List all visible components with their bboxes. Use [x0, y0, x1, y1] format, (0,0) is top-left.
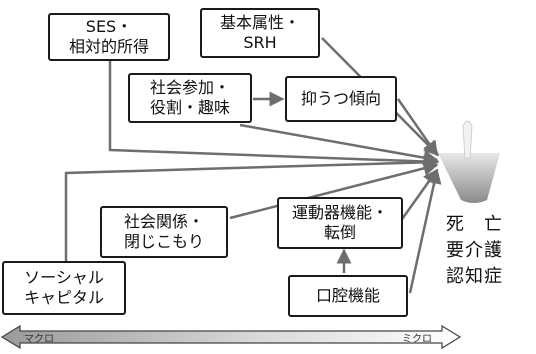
box-relations: 社会関係・ 閉じこもり	[100, 206, 228, 258]
scale-macro-label: マクロ	[24, 334, 54, 345]
box-ses: SES・ 相対的所得	[48, 13, 170, 61]
arrow-relations	[229, 161, 439, 220]
arrow-depression	[396, 98, 439, 157]
box-ses-line2: 相対的所得	[68, 37, 149, 56]
box-motor-line1: 運動器機能・	[291, 203, 388, 222]
box-depression: 抑うつ傾向	[285, 76, 397, 122]
box-participation: 社会参加・ 役割・趣味	[128, 73, 252, 123]
box-basic-line2: SRH	[243, 33, 277, 52]
box-relations-line2: 閉じこもり	[123, 232, 204, 251]
arrow-capital	[64, 154, 439, 263]
box-depression-line1: 抑うつ傾向	[300, 89, 381, 108]
box-oral: 口腔機能	[288, 275, 408, 317]
box-basic-line1: 基本属性・	[219, 13, 300, 32]
outcome-line3: 認知症	[446, 266, 503, 287]
box-oral-line1: 口腔機能	[315, 286, 380, 305]
macro-micro-scale-arrow	[0, 324, 462, 350]
arrow-oral-outcome	[408, 168, 442, 294]
scale-micro-label: ミクロ	[402, 334, 432, 345]
box-capital-line2: キャピタル	[23, 288, 104, 307]
outcome-funnel-icon	[438, 153, 500, 203]
box-participation-line1: 社会参加・	[149, 78, 230, 97]
box-ses-line1: SES・	[85, 17, 133, 36]
box-basic: 基本属性・ SRH	[200, 8, 320, 58]
outcome-flare	[462, 120, 473, 159]
box-capital: ソーシャル キャピタル	[2, 261, 126, 315]
box-relations-line1: 社会関係・	[123, 212, 204, 231]
arrow-participation-outcome	[239, 123, 439, 166]
outcome-line1: 死 亡	[446, 214, 503, 235]
box-capital-line1: ソーシャル	[24, 268, 104, 287]
outcome-label: 死 亡 要介護 認知症	[446, 212, 536, 290]
box-participation-line2: 役割・趣味	[149, 98, 230, 117]
box-motor-line2: 転倒	[323, 223, 356, 242]
arrow-ses	[108, 60, 440, 170]
outcome-line2: 要介護	[446, 240, 503, 261]
box-motor: 運動器機能・ 転倒	[277, 197, 403, 249]
